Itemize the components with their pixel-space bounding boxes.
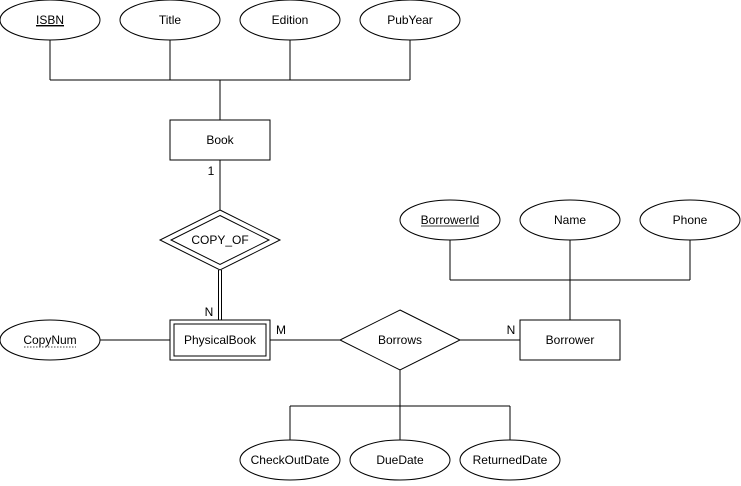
- attribute-isbn: ISBN: [0, 0, 101, 41]
- copy-of-label: COPY_OF: [191, 233, 248, 247]
- attribute-phone: Phone: [639, 199, 741, 241]
- checkoutdate-label: CheckOutDate: [251, 453, 330, 467]
- duedate-label: DueDate: [376, 453, 424, 467]
- relationship-borrows: Borrows: [338, 309, 462, 371]
- entity-physicalbook: PhysicalBook: [169, 319, 271, 361]
- cardinality-borrower-borrows: N: [507, 323, 516, 337]
- attribute-copynum: CopyNum: [0, 319, 101, 361]
- relationship-copy-of: COPY_OF: [158, 209, 282, 271]
- name-label: Name: [554, 213, 586, 227]
- attribute-returneddate: ReturnedDate: [459, 439, 561, 481]
- connectors: [49, 39, 691, 440]
- attribute-checkoutdate: CheckOutDate: [239, 439, 341, 481]
- borrows-label: Borrows: [378, 333, 422, 347]
- phone-label: Phone: [673, 213, 708, 227]
- cardinality-book-copy-of: 1: [208, 164, 215, 178]
- entity-borrower: Borrower: [519, 319, 621, 361]
- isbn-label: ISBN: [36, 13, 64, 27]
- attribute-pubyear: PubYear: [359, 0, 461, 41]
- cardinality-physicalbook-copy-of: N: [205, 305, 214, 319]
- borrower-label: Borrower: [546, 333, 595, 347]
- returneddate-label: ReturnedDate: [473, 453, 548, 467]
- entity-book: Book: [169, 119, 271, 161]
- attribute-duedate: DueDate: [349, 439, 451, 481]
- attribute-title: Title: [119, 0, 221, 41]
- cardinality-physicalbook-borrows: M: [276, 323, 286, 337]
- attribute-edition: Edition: [239, 0, 341, 41]
- physicalbook-label: PhysicalBook: [184, 333, 257, 347]
- edition-label: Edition: [272, 13, 309, 27]
- book-label: Book: [206, 133, 234, 147]
- attribute-name: Name: [519, 199, 621, 241]
- borrowerid-label: BorrowerId: [421, 213, 480, 227]
- copynum-label: CopyNum: [23, 333, 76, 347]
- title-label: Title: [159, 13, 182, 27]
- attribute-borrowerid: BorrowerId: [399, 199, 501, 241]
- pubyear-label: PubYear: [387, 13, 433, 27]
